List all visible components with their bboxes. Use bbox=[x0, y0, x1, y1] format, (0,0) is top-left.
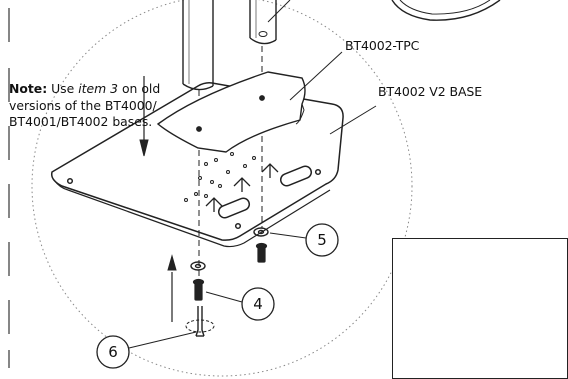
note-item-ref: item 3 bbox=[78, 81, 119, 96]
tpc-leader bbox=[289, 51, 343, 101]
note-box bbox=[392, 238, 568, 379]
note-text-after: on old versions of the BT4000/ BT4001/BT… bbox=[9, 81, 161, 129]
pole-left bbox=[182, 0, 214, 91]
callout-4-circle bbox=[241, 287, 275, 321]
callout-6-circle bbox=[96, 335, 130, 369]
allen-key bbox=[195, 306, 205, 337]
callout-6-number: 6 bbox=[108, 343, 118, 361]
washer-right bbox=[253, 227, 269, 237]
bolt-right bbox=[255, 242, 268, 263]
base-leader bbox=[329, 105, 377, 135]
label-tpc: BT4002-TPC bbox=[345, 38, 420, 53]
rotation-arrow bbox=[185, 319, 215, 333]
top-partial-object bbox=[391, 0, 501, 21]
callout-5-number: 5 bbox=[317, 231, 327, 249]
washer-left bbox=[190, 261, 206, 271]
callout-5-circle bbox=[305, 223, 339, 257]
callout-4-number: 4 bbox=[253, 295, 263, 313]
up-arrow bbox=[167, 254, 177, 322]
note-text-before: Use bbox=[47, 81, 79, 96]
label-base: BT4002 V2 BASE bbox=[378, 84, 483, 99]
note-text: Note: Use item 3 on old versions of the … bbox=[9, 81, 177, 131]
down-arrow bbox=[139, 76, 149, 157]
tpc-plate bbox=[156, 71, 306, 153]
bolt-left bbox=[192, 278, 205, 301]
detail-circle bbox=[31, 0, 413, 377]
pole-right bbox=[249, 0, 277, 45]
pole-leader bbox=[267, 0, 291, 23]
base-plate bbox=[50, 82, 344, 248]
note-prefix: Note: bbox=[9, 81, 48, 96]
